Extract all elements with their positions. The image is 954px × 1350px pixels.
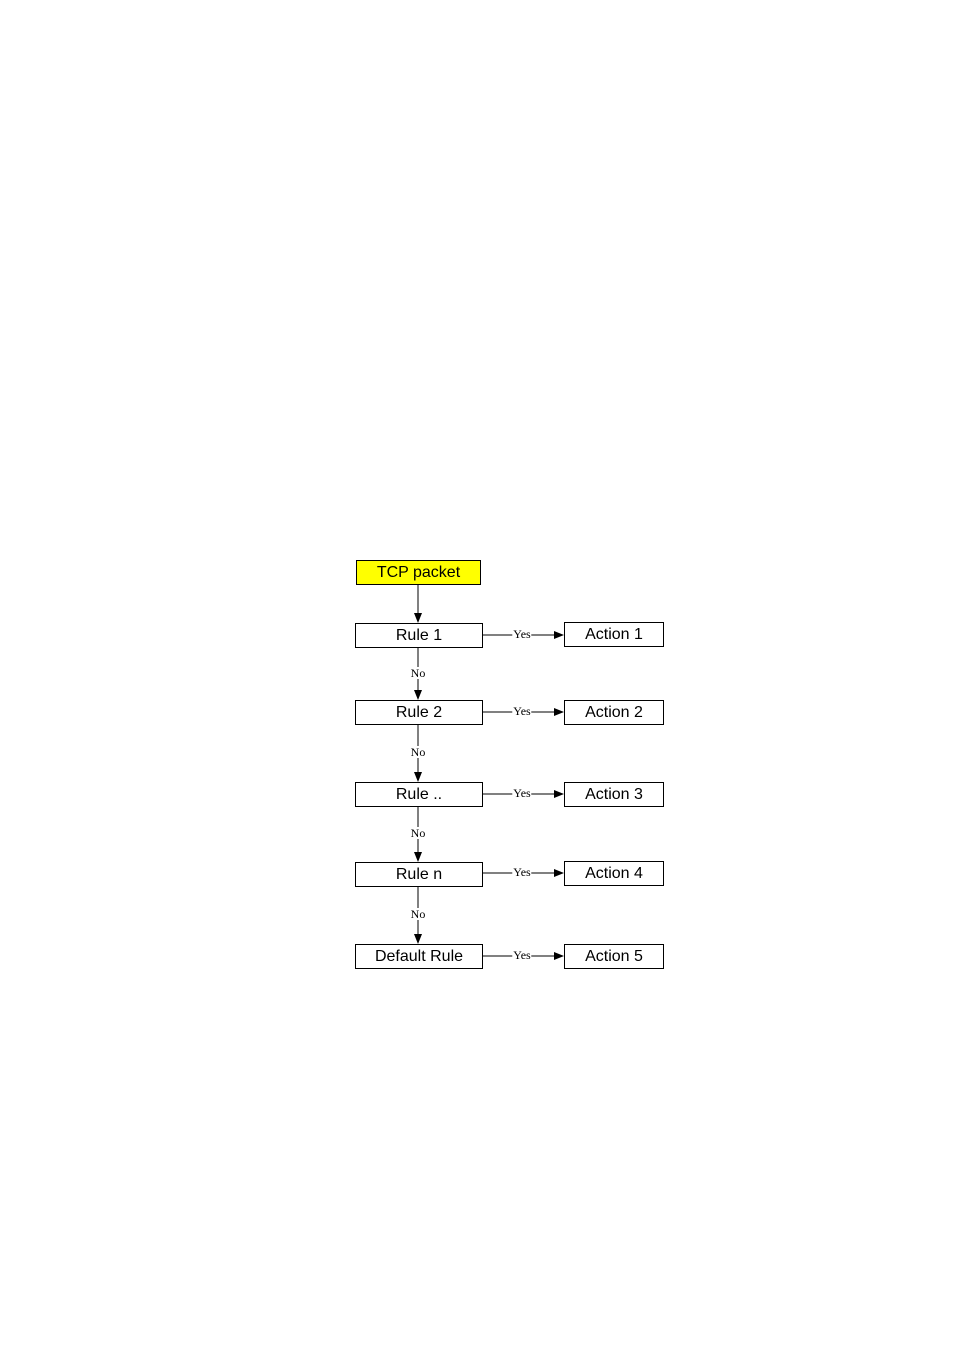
no-label-rule-4: No — [409, 907, 427, 921]
yes-label-rule-2: Yes — [512, 704, 532, 718]
action-node-5: Action 5 — [564, 944, 664, 969]
no-label-rule-2: No — [409, 745, 427, 759]
rule-node-3: Rule .. — [355, 782, 483, 807]
start-node-tcp-packet: TCP packet — [356, 560, 481, 585]
rule-node-default: Default Rule — [355, 944, 483, 969]
yes-label-rule-4: Yes — [512, 865, 532, 879]
action-node-4: Action 4 — [564, 861, 664, 886]
rule-node-1: Rule 1 — [355, 623, 483, 648]
yes-label-rule-5: Yes — [512, 948, 532, 962]
rule-node-2: Rule 2 — [355, 700, 483, 725]
no-label-rule-3: No — [409, 826, 427, 840]
yes-label-rule-1: Yes — [512, 627, 532, 641]
action-node-2: Action 2 — [564, 700, 664, 725]
action-node-3: Action 3 — [564, 782, 664, 807]
rule-node-4: Rule n — [355, 862, 483, 887]
action-node-1: Action 1 — [564, 622, 664, 647]
no-label-rule-1: No — [409, 666, 427, 680]
yes-label-rule-3: Yes — [512, 786, 532, 800]
